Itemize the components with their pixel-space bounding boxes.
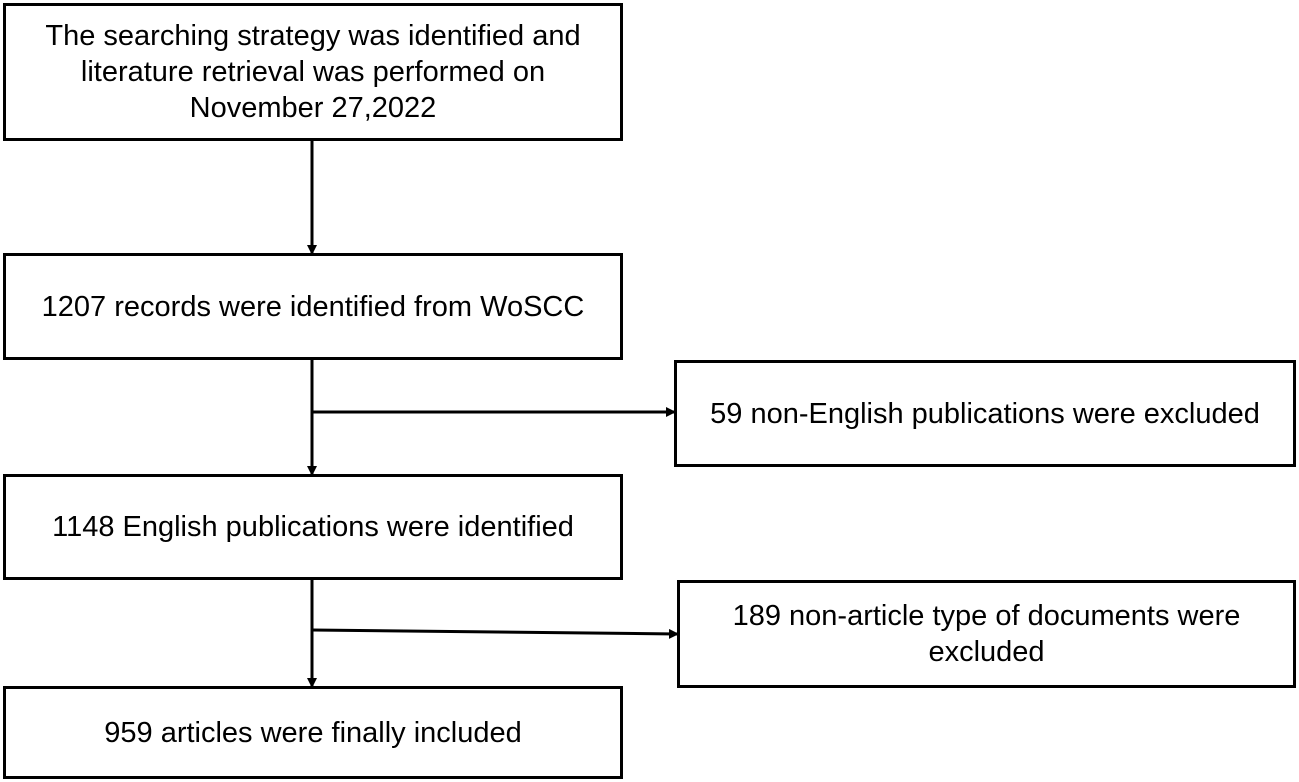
step-search-strategy-line-3: November 27,2022: [189, 92, 437, 124]
exclusion-non-english-text: 59 non-English publications were exclude…: [710, 397, 1260, 430]
step-records-identified-text: 1207 records were identified from WoSCC: [41, 290, 585, 323]
exclusion-non-article: 189 non-article type of documents were e…: [677, 580, 1296, 688]
exclusion-non-english: 59 non-English publications were exclude…: [674, 360, 1296, 467]
exclusion-non-article-line-2: excluded: [928, 636, 1045, 668]
arrow-to-non-article-exclusion: [311, 628, 679, 639]
step-final-included: 959 articles were finally included: [3, 686, 623, 779]
step-search-strategy-line-1: The searching strategy was identified an…: [45, 20, 581, 52]
step-english-publications: 1148 English publications were identifie…: [3, 474, 623, 580]
step-english-publications-text: 1148 English publications were identifie…: [52, 511, 574, 543]
step-search-strategy: The searching strategy was identified an…: [3, 3, 623, 141]
exclusion-non-article-line-1: 189 non-article type of documents were: [732, 600, 1241, 632]
step-records-identified: 1207 records were identified from WoSCC: [3, 253, 623, 360]
step-final-included-text: 959 articles were finally included: [104, 716, 522, 749]
step-search-strategy-line-2: literature retrieval was performed on: [80, 56, 546, 88]
